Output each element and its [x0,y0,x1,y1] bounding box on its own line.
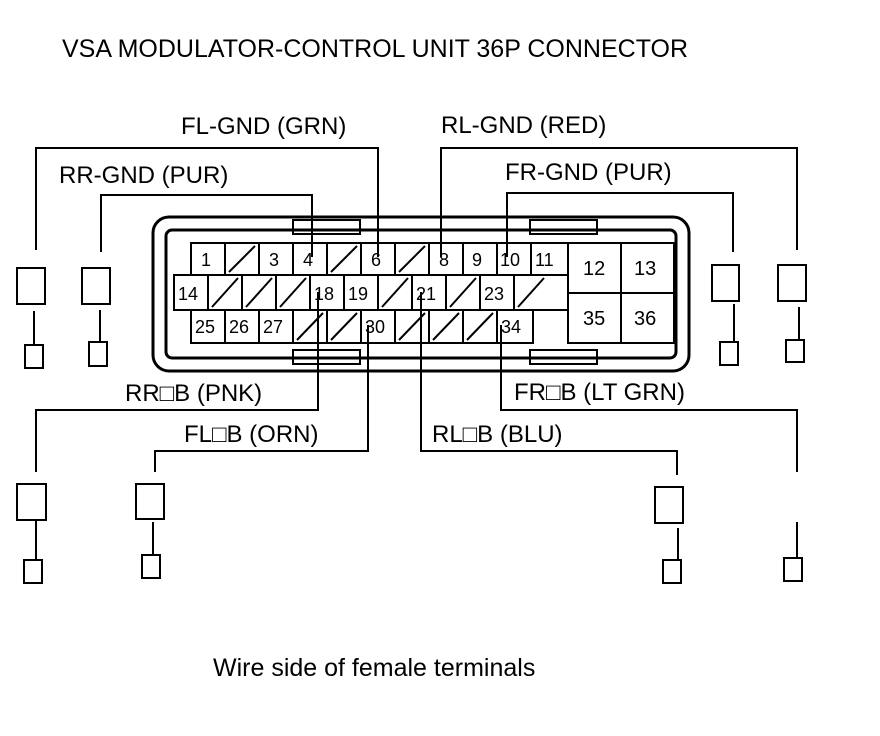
label-rr-gnd: RR-GND (PUR) [59,162,228,189]
label-fr-b: FR□B (LT GRN) [514,379,685,406]
pin-34: 34 [501,317,521,337]
label-fl-gnd: FL-GND (GRN) [181,113,346,140]
pin-8: 8 [439,250,449,270]
pin-10: 10 [500,250,520,270]
pin-36: 36 [634,308,656,330]
pin-numbers: 1 3 4 6 8 9 10 11 12 13 14 18 19 21 23 2… [178,250,656,337]
pin-27: 27 [263,317,283,337]
pin-19: 19 [348,284,368,304]
terminal-rl-gnd [777,264,807,363]
terminal-rr-gnd [81,267,111,367]
terminal-fl-b [135,483,165,579]
label-rl-gnd: RL-GND (RED) [441,112,606,139]
label-fl-b: FL□B (ORN) [184,421,319,448]
terminal-rr-b [16,483,47,584]
pin-6: 6 [371,250,381,270]
label-rl-b: RL□B (BLU) [432,421,563,448]
terminal-symbols [16,264,807,584]
label-fr-gnd: FR-GND (PUR) [505,159,672,186]
terminal-grid [173,242,675,344]
pin-9: 9 [472,250,482,270]
diagram-title: VSA MODULATOR-CONTROL UNIT 36P CONNECTOR [62,35,688,63]
terminal-rl-b [654,486,684,584]
pin-26: 26 [229,317,249,337]
pin-30: 30 [365,317,385,337]
terminal-fr-gnd [711,264,740,366]
pin-18: 18 [314,284,334,304]
wire-rl-b [420,292,678,475]
pin-11: 11 [535,250,554,270]
label-rr-b: RR□B (PNK) [125,380,262,407]
wire-fl-b [154,325,369,472]
pin-14: 14 [178,284,198,304]
wire-rr-b [35,292,319,472]
pin-1: 1 [201,250,211,270]
pin-4: 4 [303,250,313,270]
wire-rl-gnd [440,147,798,257]
wire-rr-gnd [100,194,313,257]
pin-35: 35 [583,308,605,330]
wire-fl-gnd [35,147,379,257]
pin-13: 13 [634,258,656,280]
wire-fr-gnd [506,192,734,257]
terminal-fl-gnd [16,267,46,369]
diagram-caption: Wire side of female terminals [213,654,535,682]
wire-fr-b [500,325,798,472]
pin-21: 21 [416,284,436,304]
pin-23: 23 [484,284,504,304]
pin-25: 25 [195,317,215,337]
pin-3: 3 [269,250,279,270]
terminal-fr-b [783,522,803,582]
pin-12: 12 [583,258,605,280]
